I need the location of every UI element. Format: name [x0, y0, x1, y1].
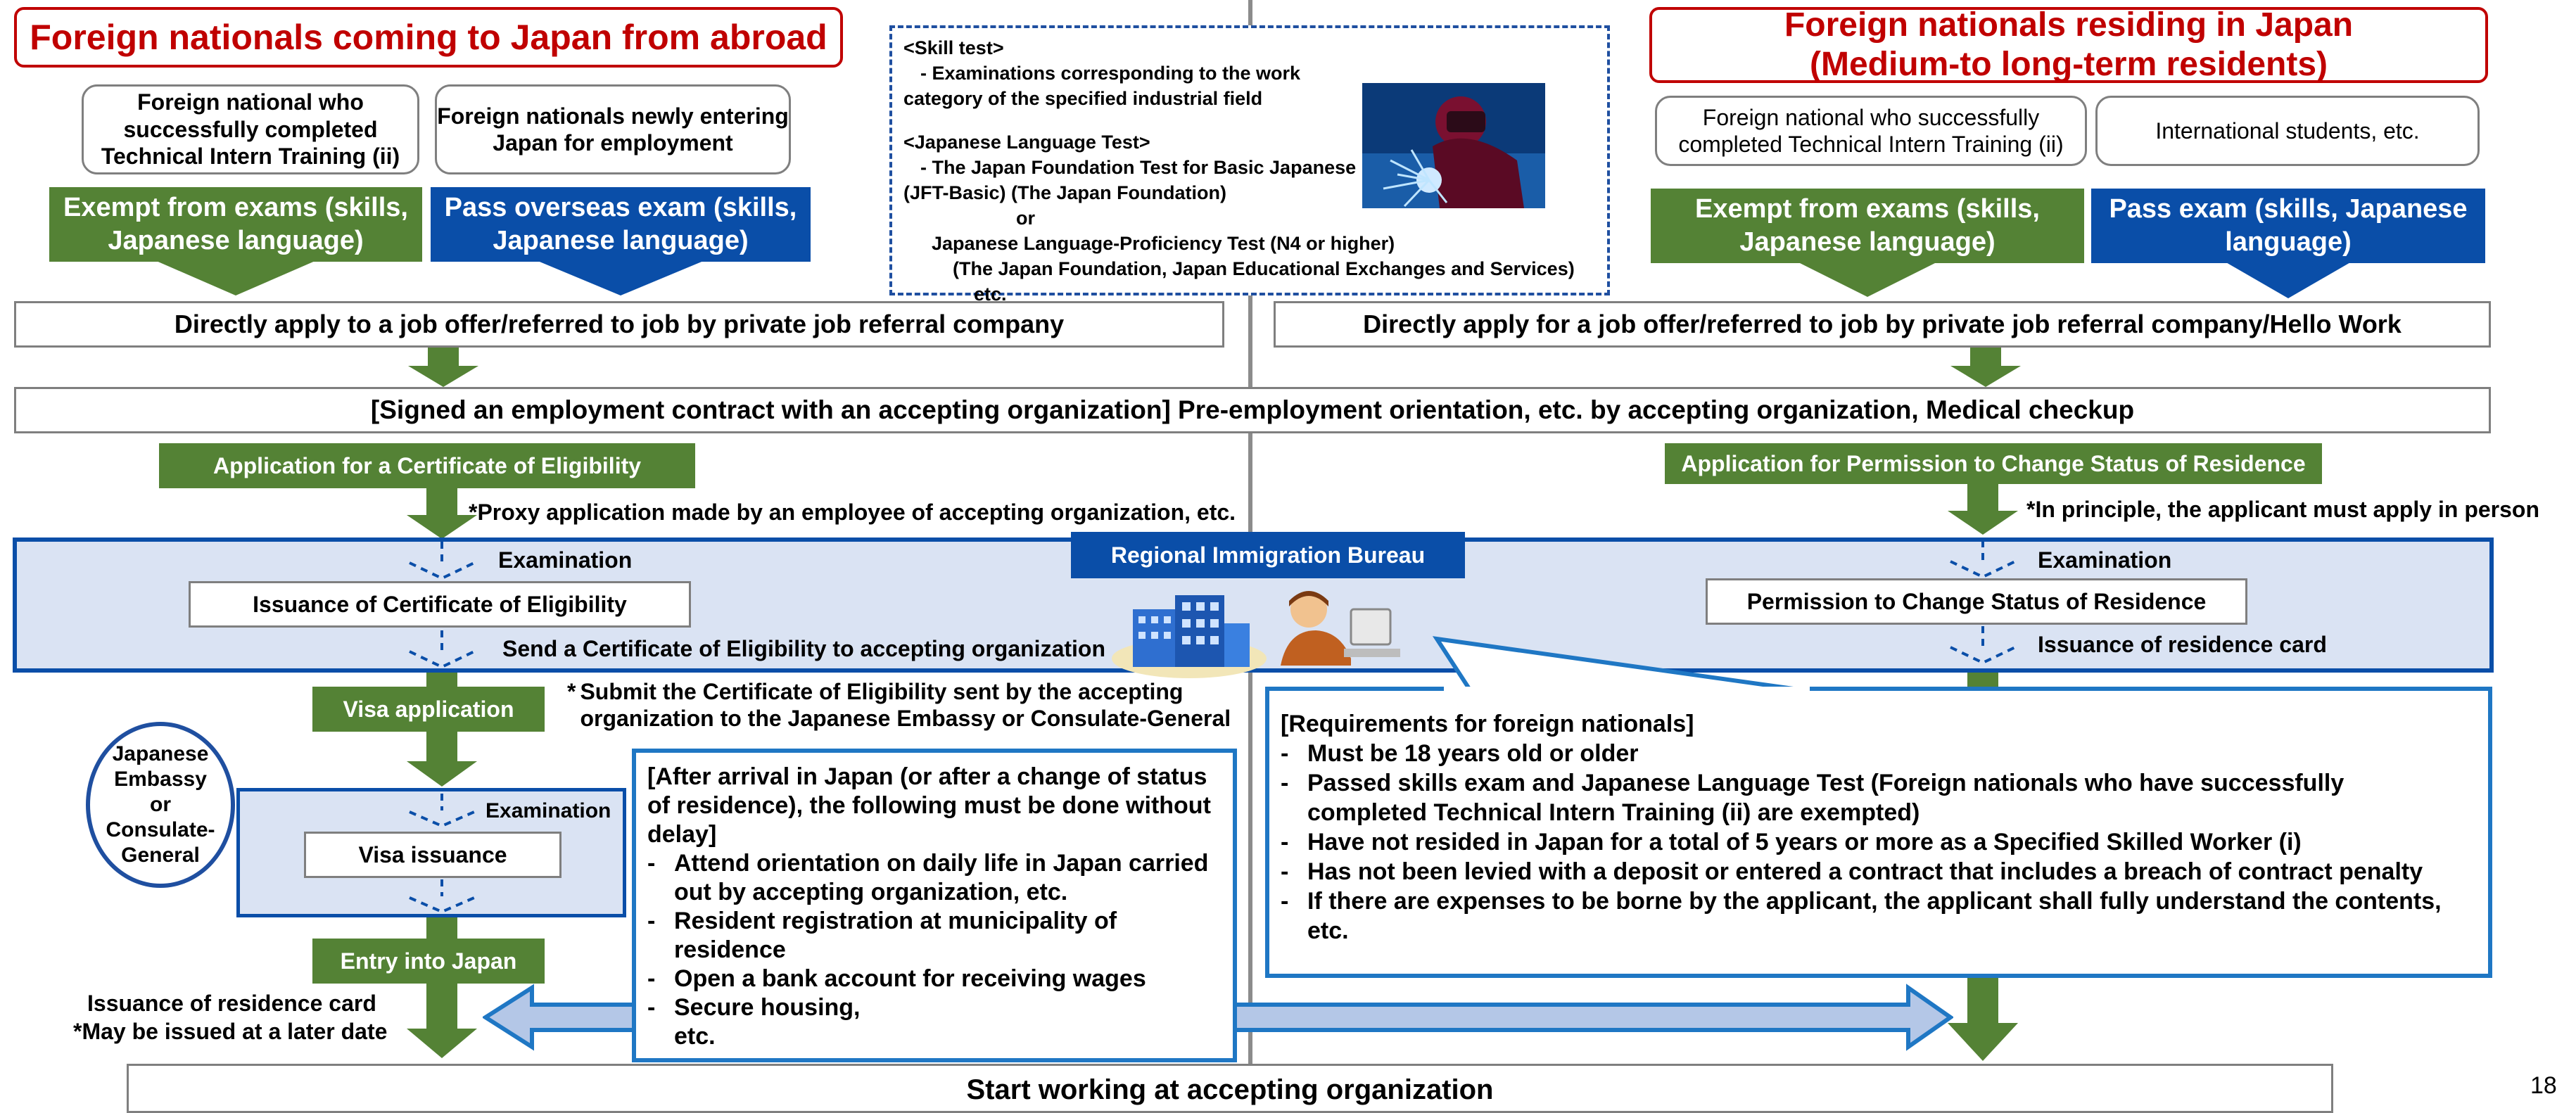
left-arrow-start — [407, 984, 477, 1058]
proxy-note-text: Proxy application made by an employee of… — [477, 500, 1236, 525]
requirement-item: Passed skills exam and Japanese Language… — [1281, 768, 2447, 827]
arrival-callout: [After arrival in Japan (or after a chan… — [632, 749, 1237, 1062]
right-pass-arrowhead — [2225, 262, 2352, 298]
left-examination-label: Examination — [498, 547, 633, 573]
left-exempt-arrowhead — [155, 260, 317, 295]
visa-issuance-box: Visa issuance — [304, 832, 561, 878]
skill-line: or — [1016, 208, 1035, 229]
arrival-item: Open a bank account for receiving wages — [647, 965, 1222, 993]
visa-examination-label: Examination — [486, 799, 611, 822]
right-box-students: International students, etc. — [2095, 96, 2480, 166]
left-send-dashed-arrow — [409, 630, 475, 669]
right-residence-card-label: Issuance of residence card — [2038, 632, 2327, 657]
left-arrow-coe — [407, 488, 477, 539]
left-arrow-apply-contract — [408, 348, 478, 387]
bureau-label: Regional Immigration Bureau — [1071, 532, 1465, 578]
right-title-line2: (Medium-to long-term residents) — [1809, 46, 2328, 83]
skill-line: - The Japan Foundation Test for Basic Ja… — [920, 157, 1357, 178]
requirements-heading: [Requirements for foreign nationals] — [1281, 711, 1694, 737]
right-box-intern: Foreign national who successfully comple… — [1655, 96, 2087, 166]
left-exam-dashed-arrow — [409, 542, 475, 580]
page-number: 18 — [2530, 1072, 2557, 1099]
right-exempt-arrowhead — [1797, 262, 1938, 297]
arrival-item: Attend orientation on daily life in Japa… — [647, 849, 1222, 907]
left-arrow-visa-exam — [407, 732, 477, 787]
right-exam-dashed-arrow — [1950, 540, 2016, 579]
arrival-item: Secure housing, etc. — [647, 993, 885, 1051]
contract-box: [Signed an employment contract with an a… — [14, 387, 2491, 433]
visa-application: Visa application — [312, 687, 545, 732]
right-title: Foreign nationals residing in Japan (Med… — [1649, 6, 2488, 83]
coe-issuance-box: Issuance of Certificate of Eligibility — [189, 581, 691, 628]
change-status-application: Application for Permission to Change Sta… — [1665, 443, 2322, 484]
left-exempt-box: Exempt from exams (skills, Japanese lang… — [49, 187, 422, 262]
submit-note-text: Submit the Certificate of Eligibility se… — [580, 679, 1231, 731]
right-examination-label: Examination — [2038, 547, 2172, 573]
permission-box: Permission to Change Status of Residence — [1706, 578, 2247, 625]
right-title-line1: Foreign nationals residing in Japan — [1784, 6, 2354, 44]
principle-note: *In principle, the applicant must apply … — [2026, 497, 2539, 522]
left-arrow-entry — [426, 917, 457, 940]
principle-note-text: In principle, the applicant must apply i… — [2035, 497, 2539, 522]
right-pass-box: Pass exam (skills, Japanese language) — [2091, 189, 2485, 263]
proxy-note: *Proxy application made by an employee o… — [469, 500, 1236, 525]
pointer-seam — [1444, 687, 1810, 692]
skill-line: <Japanese Language Test> — [903, 132, 1150, 153]
embassy-circle: Japanese Embassy or Consulate-General — [86, 722, 235, 888]
skill-test-box: <Skill test> - Examinations correspondin… — [889, 25, 1610, 305]
left-residence-card-label: Issuance of residence card — [87, 991, 376, 1016]
right-card-dashed-arrow — [1950, 626, 2016, 665]
right-arrow-change — [1948, 484, 2018, 535]
skill-line: Japanese Language-Proficiency Test (N4 o… — [932, 233, 1395, 254]
arrival-heading: [After arrival in Japan (or after a chan… — [647, 763, 1211, 848]
left-overseas-arrowhead — [536, 260, 705, 295]
requirement-item: Must be 18 years old or older — [1281, 739, 2477, 768]
officer-icon — [1281, 591, 1400, 666]
start-working-box: Start working at accepting organization — [127, 1064, 2333, 1113]
skill-line: category of the specified industrial fie… — [903, 88, 1263, 109]
requirement-item: Has not been levied with a deposit or en… — [1281, 857, 2477, 886]
send-coe-label: Send a Certificate of Eligibility to acc… — [502, 636, 1105, 661]
building-icon — [1112, 595, 1267, 678]
skill-line: (The Japan Foundation, Japan Educational… — [953, 258, 1575, 279]
arrival-item: Resident registration at municipality of… — [647, 907, 1222, 965]
entry-into-japan: Entry into Japan — [312, 939, 545, 984]
requirements-callout: [Requirements for foreign nationals] Mus… — [1265, 687, 2492, 978]
later-note: *May be issued at a later date — [73, 1019, 388, 1044]
submit-note: *Submit the Certificate of Eligibility s… — [567, 678, 1243, 732]
right-exempt-box: Exempt from exams (skills, Japanese lang… — [1651, 189, 2084, 263]
skill-line: (JFT-Basic) (The Japan Foundation) — [903, 182, 1227, 203]
left-box-intern: Foreign national who successfully comple… — [82, 84, 419, 174]
welder-image — [1362, 83, 1545, 208]
left-box-new-entry: Foreign nationals newly entering Japan f… — [435, 84, 791, 174]
requirements-list: Must be 18 years old or older Passed ski… — [1281, 739, 2477, 946]
right-arrow-apply-contract — [1950, 348, 2021, 387]
skill-line: <Skill test> — [903, 37, 1004, 58]
requirement-item: Have not resided in Japan for a total of… — [1281, 827, 2477, 857]
coe-application: Application for a Certificate of Eligibi… — [159, 443, 695, 488]
visa-exam-dashed-arrow — [409, 794, 475, 828]
left-apply-box: Directly apply to a job offer/referred t… — [14, 301, 1224, 348]
left-overseas-box: Pass overseas exam (skills, Japanese lan… — [431, 187, 811, 262]
left-title: Foreign nationals coming to Japan from a… — [14, 7, 843, 68]
visa-issue-dashed-arrow — [409, 879, 475, 914]
right-apply-box: Directly apply for a job offer/referred … — [1274, 301, 2491, 348]
requirement-item: If there are expenses to be borne by the… — [1281, 886, 2477, 946]
skill-line: - Examinations corresponding to the work — [920, 63, 1301, 84]
arrival-list: Attend orientation on daily life in Japa… — [647, 849, 1222, 1051]
